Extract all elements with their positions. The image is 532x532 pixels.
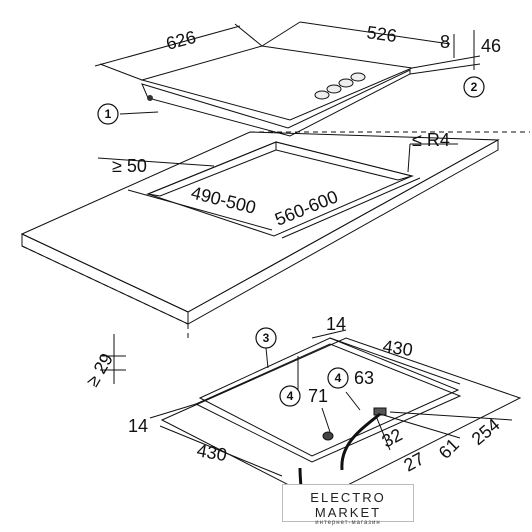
dim-under-top-offset: 14 [326,314,346,334]
dim-hob-depth: 526 [365,22,398,46]
worktop-left-edge [21,233,189,325]
svg-text:4: 4 [287,389,294,403]
dim-hob-width: 626 [164,27,198,54]
svg-text:3: 3 [263,331,270,345]
dim-glass-height: 8 [440,32,450,52]
callout-marker-3: 4 [327,367,349,389]
dim-bottom-254: 254 [468,414,504,449]
dim-under-left-width: 430 [195,440,228,465]
dim-under-top-width: 430 [381,336,414,360]
knob-2-icon [326,84,342,94]
hob-glass-top [140,45,414,121]
underside-outer-frame [160,337,522,501]
dim-cutout-width: 560-600 [272,186,341,229]
worktop-drawing [20,131,530,340]
worktop-thickness-lines [100,334,126,384]
hob-foot [147,95,153,101]
logo-sub-text: интернет-магазин [315,520,381,526]
worktop-front-edge [187,139,499,325]
callout-marker-1: 3 [255,327,277,369]
knob-3-icon [338,78,354,88]
svg-text:4: 4 [335,371,342,385]
underside-inner-top [198,337,460,457]
dim-bottom-27: 27 [400,448,427,475]
dim-gas-connection: 63 [354,368,374,388]
knob-1-icon [314,90,330,100]
worktop-surface [20,131,500,313]
hob-drawing [140,45,414,137]
dim-under-left-offset: 14 [128,416,148,436]
cutout-dimension-lines [97,143,458,239]
dim-cutout-depth: 490-500 [189,182,258,217]
callout-marker-2: 2 [463,76,485,98]
dim-bottom-32: 32 [378,424,405,451]
logo-main-text: ELECTRO MARKET [310,490,386,520]
svg-text:1: 1 [105,107,112,121]
power-cable [340,412,381,471]
callout-marker-4-bottom: 4 [279,385,301,407]
electro-market-logo: ELECTRO MARKET интернет-магазин [282,484,414,526]
callout-marker-4-top: 1 [97,103,119,125]
underside-drawing [160,337,522,511]
dim-total-height: 46 [481,36,501,56]
svg-text:2: 2 [471,80,478,94]
underside-base [194,343,462,463]
hob-dimension-lines [94,21,481,115]
hob-body [141,69,411,137]
dim-min-rear-clearance: ≥ 50 [112,156,147,176]
control-knobs [314,72,366,100]
electric-connector [322,431,334,441]
underside-dimension-lines [149,329,513,477]
dim-corner-radius: ≤ R4 [412,130,450,150]
cutout-side-edge [275,141,414,181]
gas-connector [373,407,387,416]
dim-electric-connection: 71 [308,386,328,406]
knob-4-icon [350,72,366,82]
